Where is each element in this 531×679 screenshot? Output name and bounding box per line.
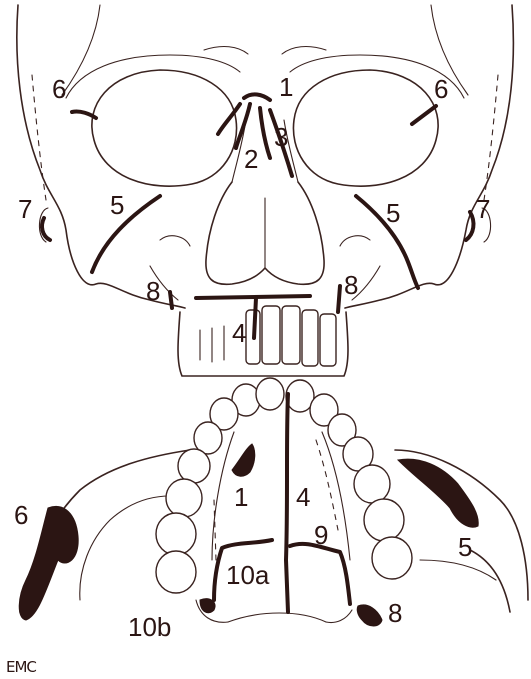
tooth [282,306,300,364]
label-b10a: 10a [226,560,270,590]
upper-teeth-front [178,306,348,376]
fracture-8-left [170,292,172,308]
zygoma-right-inner [420,560,496,580]
fracture-1-fragment [232,444,255,476]
tooth [256,378,284,410]
zygoma-left-inner [80,496,170,600]
label-7-left: 7 [18,194,32,224]
label-7-right: 7 [476,194,490,224]
tooth [166,479,202,517]
pterygoid-right [326,610,352,623]
frontal-skull-view: 1 2 3 4 5 5 6 6 7 7 8 8 [17,5,514,376]
brow-right [282,47,326,54]
tooth [262,306,280,364]
tooth [156,551,196,593]
fracture-4-midline [286,394,288,612]
right-orbit [293,70,438,186]
tooth [178,449,210,483]
label-8-right: 8 [344,270,358,300]
fracture-5-fragment [398,459,478,527]
tooth [320,314,336,366]
palatal-view: 1 4 5 6 8 9 10a 10b [14,378,528,642]
tooth [302,310,318,366]
dental-arch [156,378,412,593]
fracture-6-left [72,111,96,118]
label-b4: 4 [296,482,310,512]
fracture-9 [290,544,350,604]
label-6-right: 6 [434,74,448,104]
label-5-right: 5 [386,198,400,228]
label-b9: 9 [314,520,328,550]
label-4: 4 [232,318,246,348]
fracture-5-left [92,196,160,272]
fracture-7-left [42,218,50,240]
zygomatic-arch-right [484,75,498,200]
label-3: 3 [274,122,288,152]
fracture-4-horizontal [196,296,310,298]
label-6-left: 6 [52,74,66,104]
fracture-4-vertical [254,298,256,338]
label-5-left: 5 [110,190,124,220]
fracture-1 [244,94,270,100]
label-b6: 6 [14,500,28,530]
label-b10b: 10b [128,612,171,642]
label-b5: 5 [458,532,472,562]
credit-mark: EMC [6,658,36,676]
tooth [354,465,390,503]
fracture-10b-fragment [200,599,215,613]
palate-posterior [228,613,326,622]
brow-left [204,47,248,54]
tooth-roots-left [200,326,224,362]
tooth [364,499,404,541]
fracture-2b [236,104,250,148]
temporal-line-left [62,5,100,95]
tooth [372,537,412,579]
palatine-suture-right [316,440,338,530]
label-b1: 1 [234,482,248,512]
left-orbit [92,70,237,186]
label-2: 2 [244,144,258,174]
label-8-left: 8 [146,276,160,306]
fracture-3 [260,108,270,158]
fracture-8-fragment [357,605,382,626]
fracture-6-right [412,106,436,124]
fracture-lines-top [42,94,473,338]
label-b8: 8 [388,598,402,628]
orbital-rim-left [66,55,240,98]
tooth [156,513,196,555]
label-1: 1 [279,72,293,102]
fracture-8-right [338,286,340,312]
fracture-lines-bottom [19,394,478,626]
